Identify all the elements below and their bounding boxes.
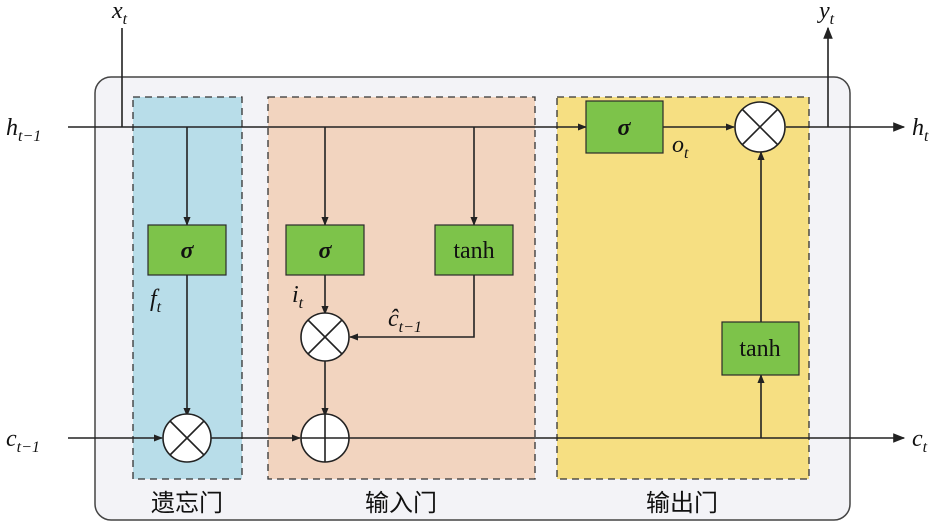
- output-tanh-box: [721, 321, 800, 376]
- output-sigma-box: [585, 100, 664, 154]
- input-multiply-icon: [300, 312, 350, 362]
- ct-label: ct: [912, 426, 928, 456]
- input-gate-title: 输入门: [365, 489, 437, 517]
- yt-label: yt: [817, 0, 835, 28]
- cell-add-icon: [300, 413, 350, 463]
- c-hat-label: ĉt−1: [388, 306, 422, 336]
- h-prev-label: ht−1: [6, 115, 41, 145]
- output-tanh-label: tanh: [739, 336, 780, 362]
- ot-label: ot: [672, 132, 689, 162]
- input-sigma-label: σ: [319, 238, 333, 264]
- input-tanh-box: [434, 224, 514, 276]
- forget-multiply-icon: [162, 413, 212, 463]
- forget-gate-title: 遗忘门: [151, 489, 223, 517]
- output-sigma-label: σ: [618, 115, 632, 141]
- output-gate-region: [556, 96, 810, 480]
- c-hat-line: [349, 275, 475, 341]
- xt-label: xt: [111, 0, 128, 28]
- output-multiply-icon: [734, 101, 786, 153]
- forget-sigma-box: [147, 224, 227, 276]
- forget-sigma-label: σ: [181, 238, 195, 264]
- it-label: it: [292, 282, 304, 312]
- input-gate-region: [267, 96, 536, 480]
- ft-label: ft: [150, 286, 162, 316]
- c-prev-label: ct−1: [6, 426, 40, 456]
- output-gate-title: 输出门: [646, 489, 718, 517]
- input-sigma-box: [285, 224, 365, 276]
- ht-label: ht: [912, 115, 929, 145]
- input-tanh-label: tanh: [453, 238, 494, 264]
